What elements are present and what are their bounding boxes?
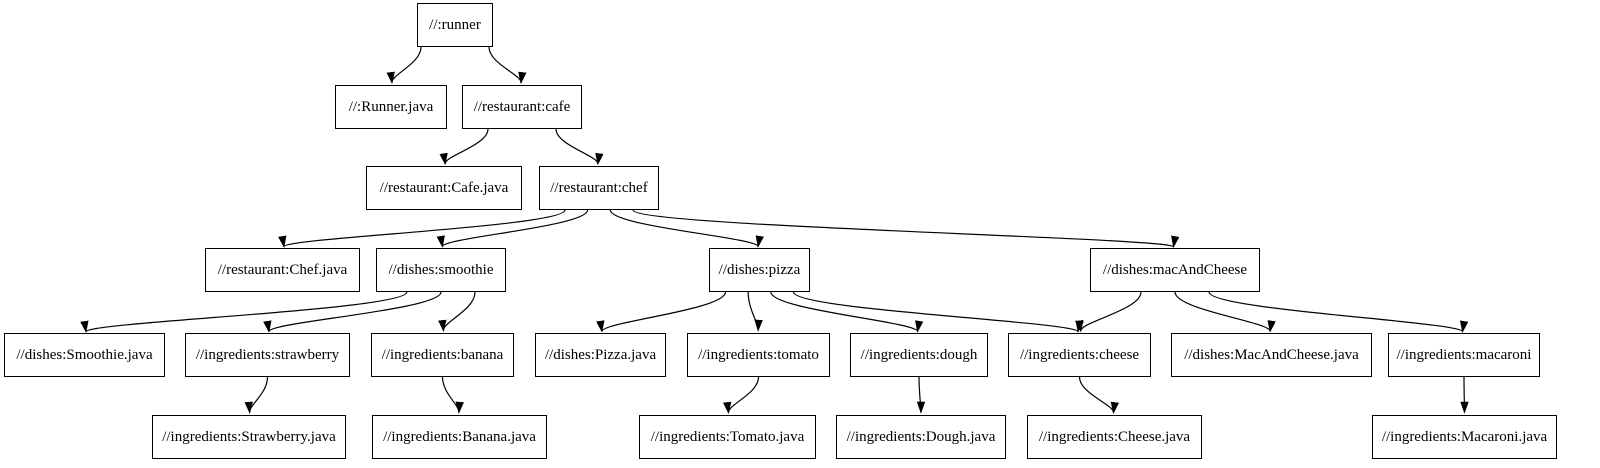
graph-node-label: //:Runner.java xyxy=(348,98,434,115)
graph-node-restaurant_chef_java[interactable]: //restaurant:Chef.java xyxy=(205,248,360,292)
graph-node-label: //restaurant:cafe xyxy=(473,98,571,115)
graph-node-label: //dishes:pizza xyxy=(718,261,801,278)
graph-node-label: //ingredients:Dough.java xyxy=(846,428,996,445)
graph-node-restaurant_cafe[interactable]: //restaurant:cafe xyxy=(462,85,582,129)
graph-node-runner[interactable]: //:runner xyxy=(417,3,493,47)
graph-node-ing_cheese[interactable]: //ingredients:cheese xyxy=(1008,333,1151,377)
graph-node-dishes_pizza_java[interactable]: //dishes:Pizza.java xyxy=(535,333,666,377)
graph-node-label: //ingredients:Macaroni.java xyxy=(1381,428,1548,445)
graph-node-label: //ingredients:Strawberry.java xyxy=(162,428,336,445)
graph-node-ing_tomato_java[interactable]: //ingredients:Tomato.java xyxy=(639,415,816,459)
graph-node-ing_dough_java[interactable]: //ingredients:Dough.java xyxy=(836,415,1006,459)
graph-node-label: //ingredients:Banana.java xyxy=(383,428,536,445)
graph-node-label: //ingredients:tomato xyxy=(698,346,819,363)
graph-node-label: //ingredients:Tomato.java xyxy=(650,428,805,445)
graph-node-label: //dishes:Smoothie.java xyxy=(16,346,153,363)
graph-node-dishes_pizza[interactable]: //dishes:pizza xyxy=(709,248,810,292)
graph-node-runner_java[interactable]: //:Runner.java xyxy=(335,85,447,129)
graph-node-ing_macaroni[interactable]: //ingredients:macaroni xyxy=(1388,333,1540,377)
graph-node-label: //restaurant:Cafe.java xyxy=(379,179,509,196)
graph-node-label: //restaurant:chef xyxy=(550,179,648,196)
graph-node-ing_macaroni_java[interactable]: //ingredients:Macaroni.java xyxy=(1372,415,1557,459)
graph-node-label: //ingredients:dough xyxy=(860,346,978,363)
graph-node-restaurant_cafe_java[interactable]: //restaurant:Cafe.java xyxy=(366,166,522,210)
graph-node-dishes_smoothie[interactable]: //dishes:smoothie xyxy=(376,248,506,292)
graph-node-label: //ingredients:macaroni xyxy=(1396,346,1532,363)
graph-node-label: //ingredients:Cheese.java xyxy=(1038,428,1191,445)
graph-node-label: //ingredients:banana xyxy=(381,346,504,363)
graph-node-ing_tomato[interactable]: //ingredients:tomato xyxy=(687,333,830,377)
graph-node-label: //ingredients:strawberry xyxy=(195,346,340,363)
graph-node-label: //ingredients:cheese xyxy=(1019,346,1140,363)
graph-node-label: //restaurant:Chef.java xyxy=(217,261,348,278)
graph-node-label: //dishes:Pizza.java xyxy=(544,346,657,363)
graph-node-label: //dishes:smoothie xyxy=(388,261,494,278)
graph-node-ing_banana[interactable]: //ingredients:banana xyxy=(371,333,514,377)
graph-node-dishes_mac_java[interactable]: //dishes:MacAndCheese.java xyxy=(1171,333,1372,377)
graph-node-ing_banana_java[interactable]: //ingredients:Banana.java xyxy=(372,415,547,459)
graph-node-ing_strawberry_java[interactable]: //ingredients:Strawberry.java xyxy=(152,415,346,459)
graph-node-ing_dough[interactable]: //ingredients:dough xyxy=(850,333,988,377)
graph-node-label: //:runner xyxy=(429,16,481,33)
graph-node-dishes_smoothie_java[interactable]: //dishes:Smoothie.java xyxy=(4,333,165,377)
graph-node-ing_strawberry[interactable]: //ingredients:strawberry xyxy=(185,333,350,377)
graph-node-label: //dishes:macAndCheese xyxy=(1102,261,1248,278)
graph-node-dishes_macandcheese[interactable]: //dishes:macAndCheese xyxy=(1090,248,1260,292)
graph-node-restaurant_chef[interactable]: //restaurant:chef xyxy=(539,166,659,210)
graph-node-label: //dishes:MacAndCheese.java xyxy=(1184,346,1359,363)
graph-node-ing_cheese_java[interactable]: //ingredients:Cheese.java xyxy=(1027,415,1202,459)
